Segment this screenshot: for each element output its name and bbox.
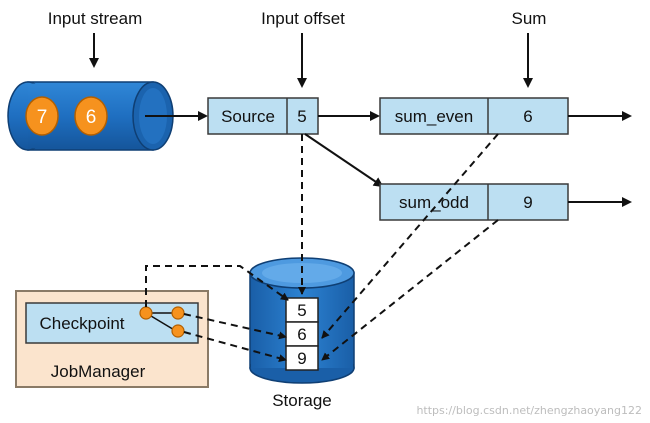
sum-even-value: 6 (523, 107, 532, 126)
checkpoint-to-storage-dashed (145, 265, 289, 307)
stream-record: 7 (25, 96, 59, 136)
storage-label: Storage (272, 391, 332, 410)
checkpoint-to-storage-dashed (183, 313, 287, 340)
input-offset-label: Input offset (261, 9, 345, 28)
sum-odd-value: 9 (523, 193, 532, 212)
sum-odd-operator: sum_odd 9 (379, 183, 569, 221)
checkpoint-to-storage-dashed (183, 331, 287, 363)
checkpoint-node (171, 324, 185, 338)
storage-entry: 6 (285, 321, 319, 347)
checkpoint-node (171, 306, 185, 320)
stream-record: 6 (74, 96, 108, 136)
jobmanager-label: JobManager (51, 362, 146, 381)
sum-even-operator: sum_even 6 (379, 97, 569, 135)
watermark-text: https://blog.csdn.net/zhengzhaoyang122 (416, 404, 642, 417)
storage-entry-value: 9 (297, 349, 306, 368)
checkpoint-box: Checkpoint (25, 302, 199, 344)
source-to-sum-odd-arrow (304, 133, 384, 188)
source-name: Source (221, 107, 275, 126)
input-stream-label: Input stream (48, 9, 143, 28)
sum-even-name: sum_even (395, 107, 473, 126)
source-offset: 5 (297, 107, 306, 126)
stream-record-value: 6 (86, 107, 97, 128)
sum-label: Sum (512, 9, 547, 28)
source-operator: Source 5 (207, 97, 319, 135)
storage-entry-value: 6 (297, 325, 306, 344)
sum-odd-name: sum_odd (399, 193, 469, 212)
storage-entry: 5 (285, 297, 319, 323)
storage-entry-value: 5 (297, 301, 306, 320)
storage-entry: 9 (285, 345, 319, 371)
checkpoint-node (139, 306, 153, 320)
checkpoint-label: Checkpoint (39, 314, 124, 333)
sum-odd-to-storage-dashed (321, 219, 499, 361)
sum-even-to-storage-dashed (321, 133, 499, 339)
stream-record-value: 7 (37, 107, 48, 128)
